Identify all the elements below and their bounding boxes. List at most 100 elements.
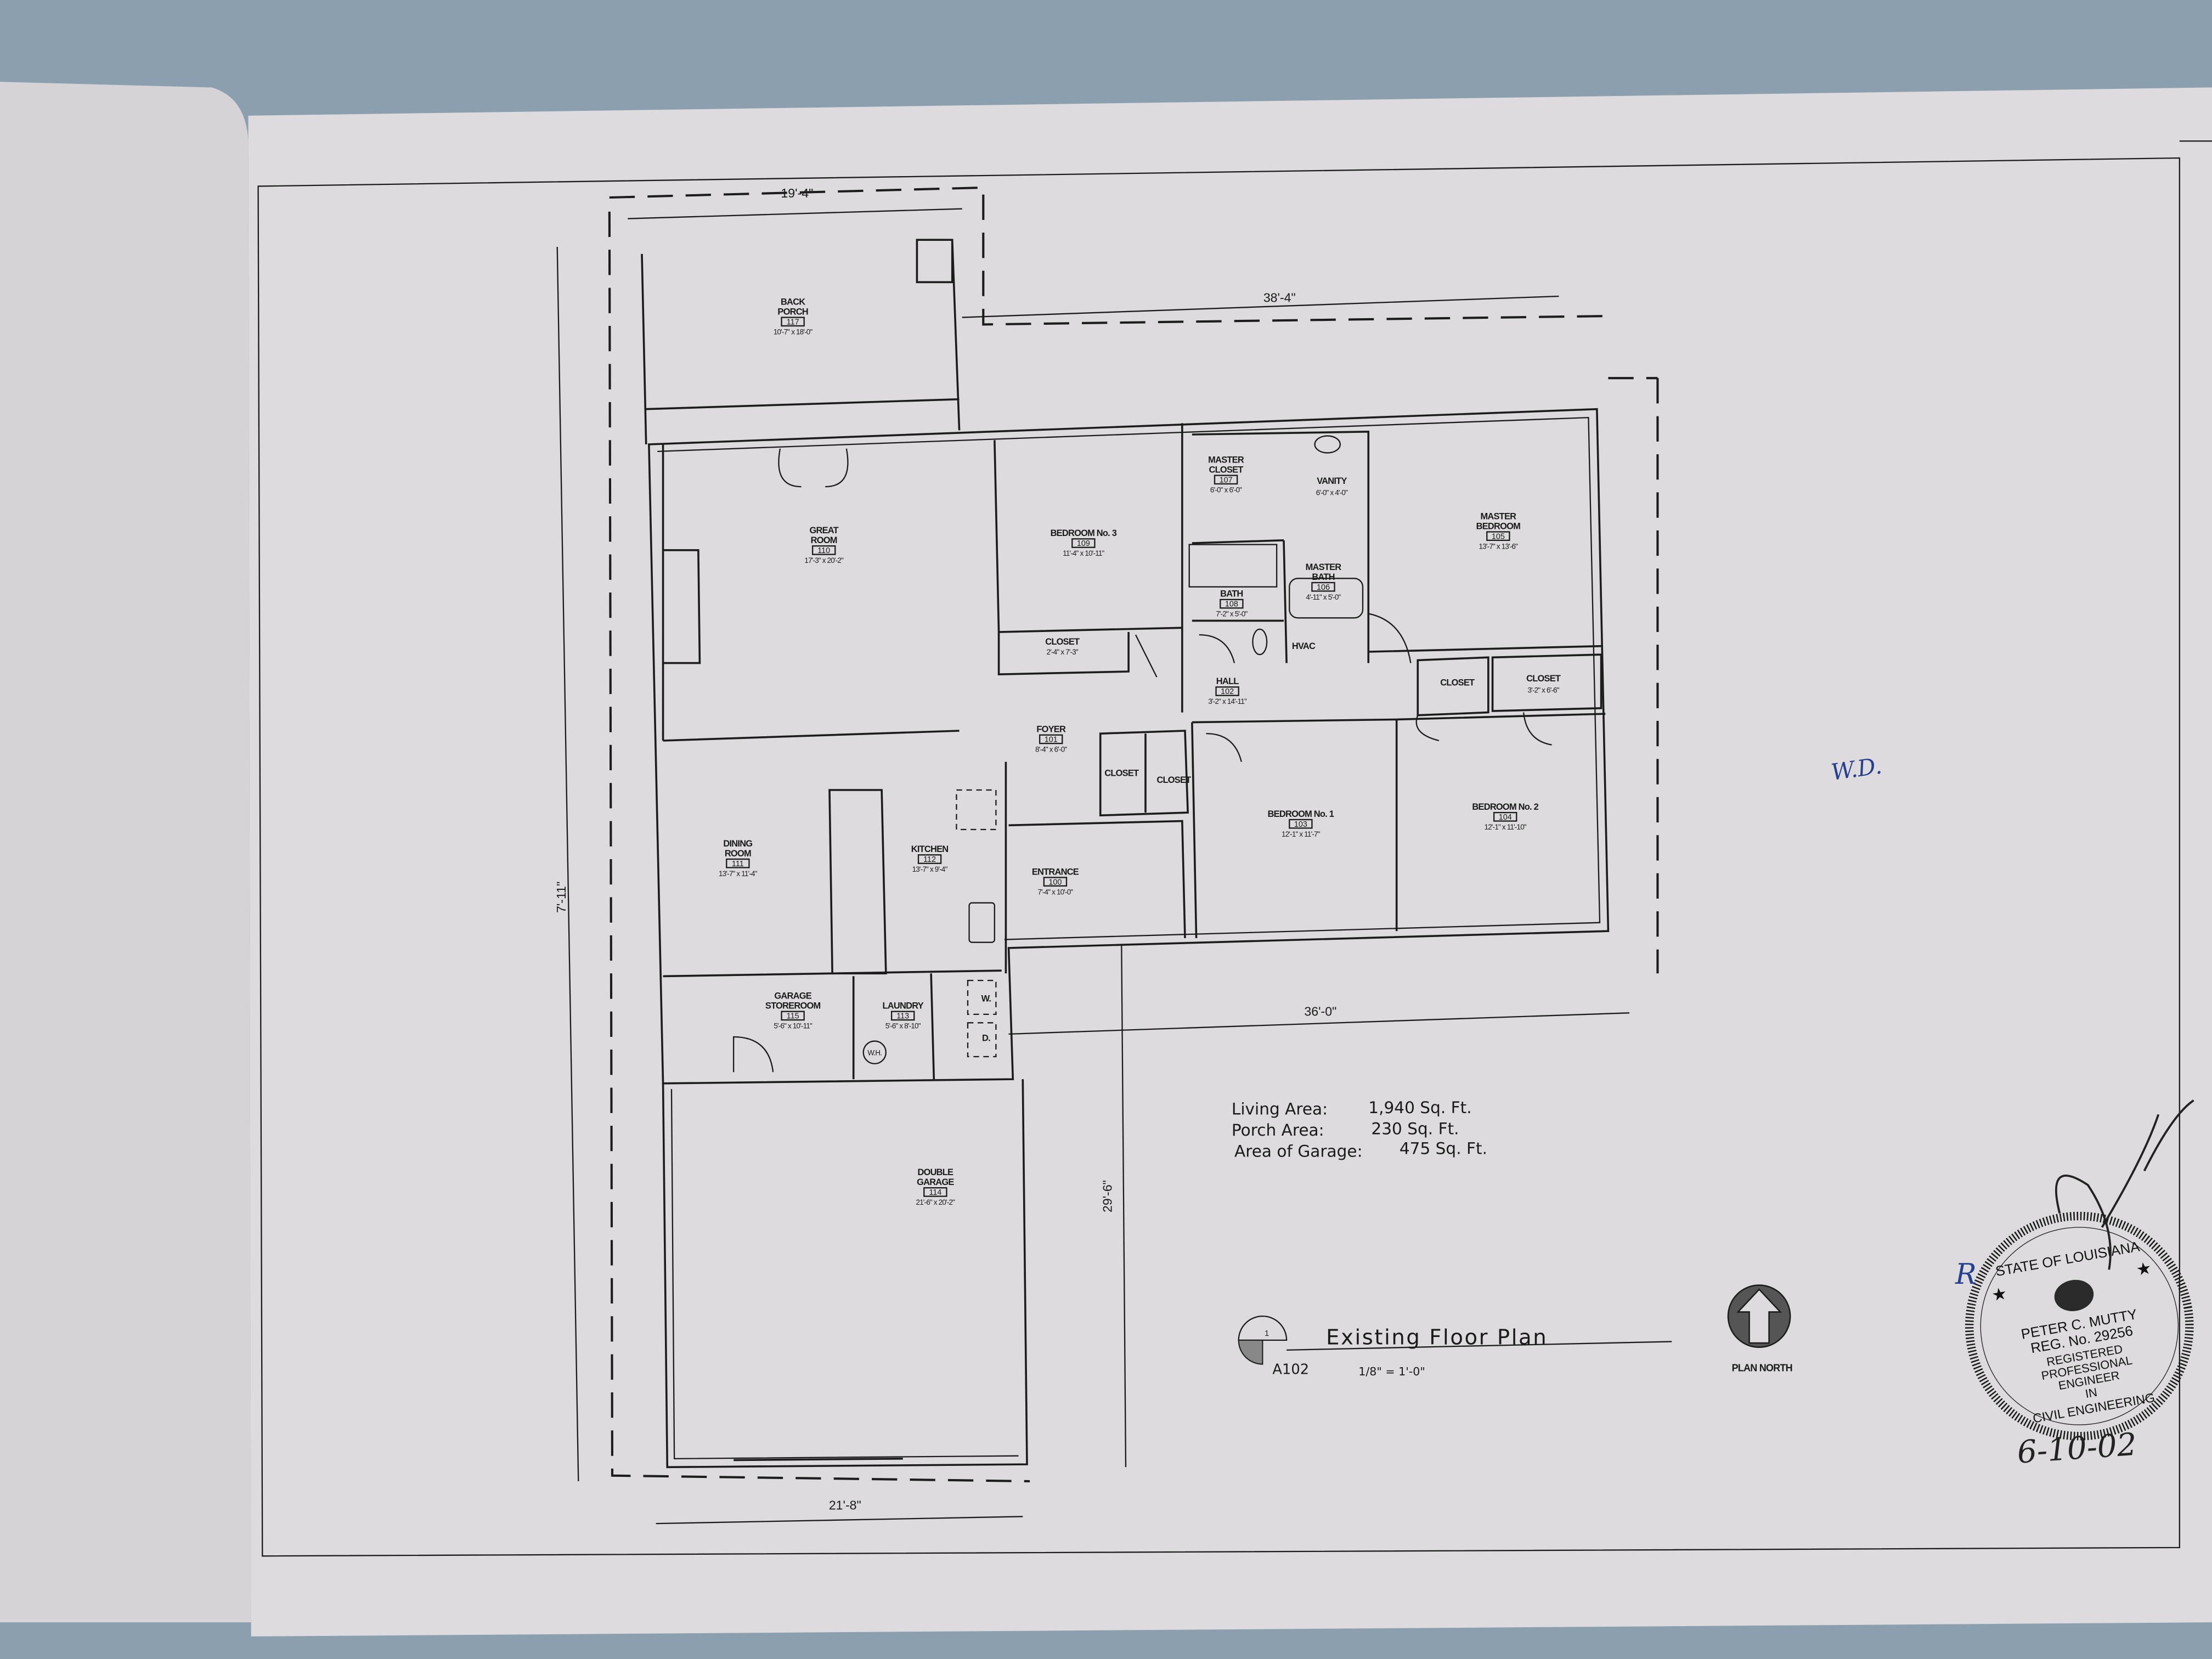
svg-text:1,940 Sq. Ft.: 1,940 Sq. Ft. — [1368, 1098, 1471, 1117]
svg-text:12'-1" x 11'-7": 12'-1" x 11'-7" — [1282, 830, 1321, 838]
svg-text:MASTER: MASTER — [1208, 455, 1244, 465]
svg-text:3'-2" x 14'-11": 3'-2" x 14'-11" — [1208, 697, 1247, 706]
svg-text:BEDROOM: BEDROOM — [1476, 521, 1521, 531]
svg-text:107: 107 — [1220, 476, 1233, 484]
svg-text:101: 101 — [1045, 736, 1058, 744]
svg-text:BEDROOM No. 3: BEDROOM No. 3 — [1051, 528, 1117, 538]
plan-north-label: PLAN NORTH — [1732, 1362, 1792, 1373]
svg-text:6'-0" x 4'-0": 6'-0" x 4'-0" — [1316, 489, 1348, 497]
dimension-garage-depth: 29'-6" — [1100, 1180, 1114, 1212]
svg-text:100: 100 — [1048, 878, 1062, 887]
bathtub — [1188, 544, 1278, 588]
svg-text:108: 108 — [1225, 600, 1238, 609]
handwritten-mark: R — [1955, 1258, 1977, 1291]
svg-text:10'-7" x 18'-0": 10'-7" x 18'-0" — [774, 328, 813, 336]
svg-text:CLOSET: CLOSET — [1156, 775, 1191, 785]
svg-text:17'-3" x 20'-2": 17'-3" x 20'-2" — [804, 556, 844, 565]
svg-text:5'-6" x 8'-10": 5'-6" x 8'-10" — [885, 1022, 921, 1030]
svg-text:Living Area:: Living Area: — [1232, 1099, 1328, 1118]
room-closet-foyer-1: CLOSET — [1104, 768, 1139, 778]
svg-text:BACK: BACK — [781, 297, 805, 307]
pelican-emblem — [2054, 1279, 2094, 1311]
dimension-front-width: 36'-0" — [1304, 1004, 1336, 1018]
svg-text:103: 103 — [1294, 820, 1307, 829]
svg-text:DOUBLE: DOUBLE — [917, 1167, 953, 1177]
svg-text:GARAGE: GARAGE — [917, 1177, 954, 1187]
svg-text:ROOM: ROOM — [811, 535, 837, 545]
dimension-rear-width: 38'-4" — [1263, 290, 1296, 304]
rolled-sheet — [0, 82, 251, 1623]
svg-text:CLOSET: CLOSET — [1045, 637, 1080, 647]
svg-text:LAUNDRY: LAUNDRY — [883, 1001, 924, 1011]
svg-text:13'-7" x 9'-4": 13'-7" x 9'-4" — [912, 865, 948, 873]
svg-text:5'-6" x 10'-11": 5'-6" x 10'-11" — [774, 1022, 812, 1030]
svg-text:13'-7" x 11'-4": 13'-7" x 11'-4" — [719, 870, 758, 878]
dimension-lines — [556, 208, 1630, 1525]
walls — [641, 239, 1610, 1469]
north-arrow-icon: PLAN NORTH — [1727, 1284, 1793, 1373]
sheet-border — [257, 157, 2181, 1557]
svg-text:BATH: BATH — [1312, 572, 1334, 582]
svg-text:VANITY: VANITY — [1317, 476, 1347, 486]
svg-text:106: 106 — [1317, 583, 1330, 592]
svg-text:FOYER: FOYER — [1036, 725, 1066, 735]
svg-text:CLOSET: CLOSET — [1104, 768, 1139, 778]
svg-text:CLOSET: CLOSET — [1526, 674, 1561, 684]
room-vanity: VANITY 6'-0" x 4'-0" — [1316, 476, 1348, 497]
svg-text:HVAC: HVAC — [1292, 641, 1316, 651]
room-closet-foyer-2: CLOSET — [1156, 775, 1192, 785]
svg-text:ROOM: ROOM — [725, 849, 751, 859]
svg-text:8'-4" x 6'-0": 8'-4" x 6'-0" — [1035, 746, 1067, 754]
dryer-label: D. — [982, 1034, 990, 1043]
svg-text:GARAGE: GARAGE — [774, 991, 811, 1001]
svg-text:MASTER: MASTER — [1480, 511, 1516, 521]
drawing-sheet — [248, 87, 2212, 1637]
room-hvac: HVAC — [1292, 641, 1316, 651]
area-summary: Living Area:1,940 Sq. Ft. Porch Area:230… — [1232, 1098, 1487, 1161]
drawing-title: 1 Existing Floor Plan A102 1/8" = 1'-0" — [1238, 1316, 1672, 1378]
svg-text:BEDROOM No. 2: BEDROOM No. 2 — [1472, 802, 1538, 812]
svg-text:12'-1" x 11'-10": 12'-1" x 11'-10" — [1485, 823, 1527, 831]
water-heater-label: W.H. — [867, 1048, 882, 1057]
drawing-title-text: Existing Floor Plan — [1326, 1325, 1548, 1350]
svg-text:KITCHEN: KITCHEN — [911, 844, 949, 854]
svg-text:7'-4" x 10'-0": 7'-4" x 10'-0" — [1037, 888, 1073, 896]
door-swings — [732, 448, 1552, 1073]
master-tub — [1289, 578, 1364, 619]
svg-text:6'-0" x 6'-0": 6'-0" x 6'-0" — [1210, 486, 1242, 494]
room-closet-hall: CLOSET — [1440, 678, 1475, 688]
svg-text:MASTER: MASTER — [1306, 562, 1342, 572]
svg-text:4'-11" x 5'-0": 4'-11" x 5'-0" — [1306, 593, 1341, 601]
range — [956, 789, 997, 831]
washer-label: W. — [981, 994, 991, 1004]
svg-text:109: 109 — [1077, 539, 1090, 548]
svg-text:114: 114 — [929, 1188, 941, 1197]
svg-text:7'-2" x 5'-0": 7'-2" x 5'-0" — [1216, 610, 1248, 618]
svg-text:475 Sq. Ft.: 475 Sq. Ft. — [1400, 1139, 1487, 1158]
svg-text:CLOSET: CLOSET — [1440, 678, 1475, 688]
roof-outline — [608, 186, 1659, 1483]
svg-text:BATH: BATH — [1220, 589, 1243, 599]
signature — [2055, 1099, 2194, 1270]
svg-text:111: 111 — [732, 860, 744, 868]
svg-text:110: 110 — [817, 546, 830, 555]
vanity-sink — [1314, 435, 1341, 454]
svg-text:115: 115 — [787, 1012, 799, 1021]
